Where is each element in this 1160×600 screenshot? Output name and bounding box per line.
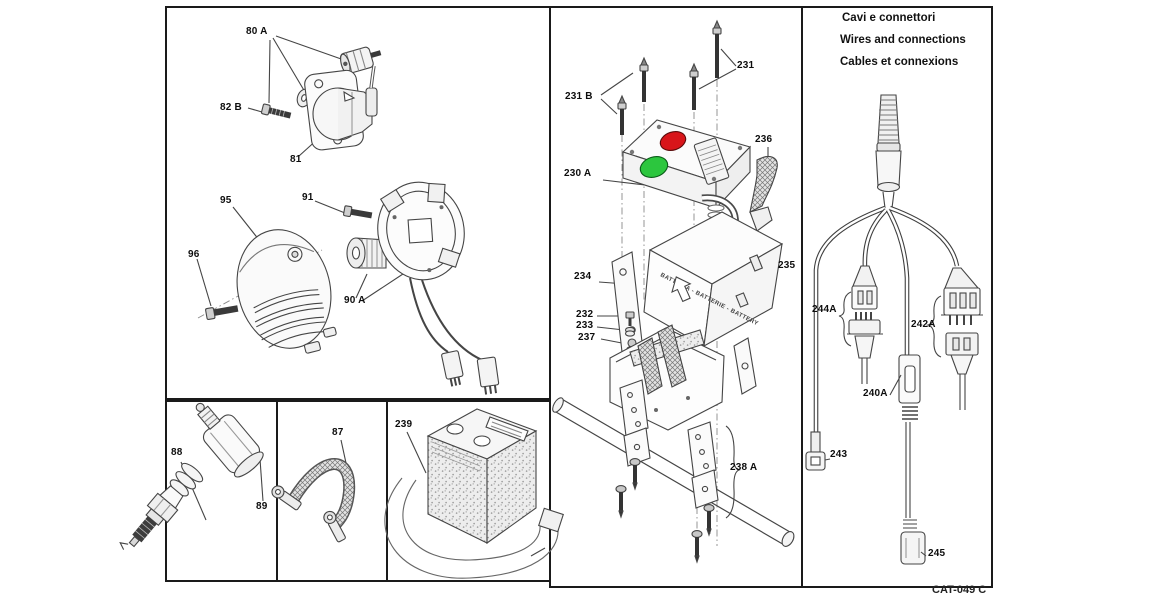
part-label-91: 91: [302, 192, 314, 203]
part-label-235: 235: [778, 260, 796, 271]
part-label-89: 89: [256, 501, 268, 512]
panel-spark-plug: [165, 400, 278, 582]
section-title-italian: Cavi e connettori: [842, 12, 936, 24]
part-label-239: 239: [395, 419, 413, 430]
part-label-230a: 230 A: [564, 168, 592, 179]
part-label-244a: 244A: [812, 304, 837, 315]
section-title-english: Wires and connections: [840, 34, 966, 46]
catalog-code: CAT-049 C: [932, 584, 987, 596]
part-label-236: 236: [755, 134, 773, 145]
part-label-81: 81: [290, 154, 302, 165]
panel-wires-connections: [801, 6, 993, 588]
part-label-242a: 242A: [911, 319, 936, 330]
part-label-245: 245: [928, 548, 946, 559]
part-label-237: 237: [578, 332, 596, 343]
section-title-french: Cables et connexions: [840, 56, 959, 68]
part-label-240a: 240A: [863, 388, 888, 399]
part-label-231b: 231 B: [565, 91, 593, 102]
part-label-90a: 90 A: [344, 295, 366, 306]
part-label-232: 232: [576, 309, 594, 320]
part-label-243: 243: [830, 449, 848, 460]
part-label-231: 231: [737, 60, 755, 71]
part-label-82b: 82 B: [220, 102, 242, 113]
part-label-96: 96: [188, 249, 200, 260]
part-label-234: 234: [574, 271, 592, 282]
part-label-88: 88: [171, 447, 183, 458]
part-label-87: 87: [332, 427, 344, 438]
part-label-238a: 238 A: [730, 462, 758, 473]
part-label-95: 95: [220, 195, 232, 206]
part-label-233: 233: [576, 320, 594, 331]
part-label-80a: 80 A: [246, 26, 268, 37]
